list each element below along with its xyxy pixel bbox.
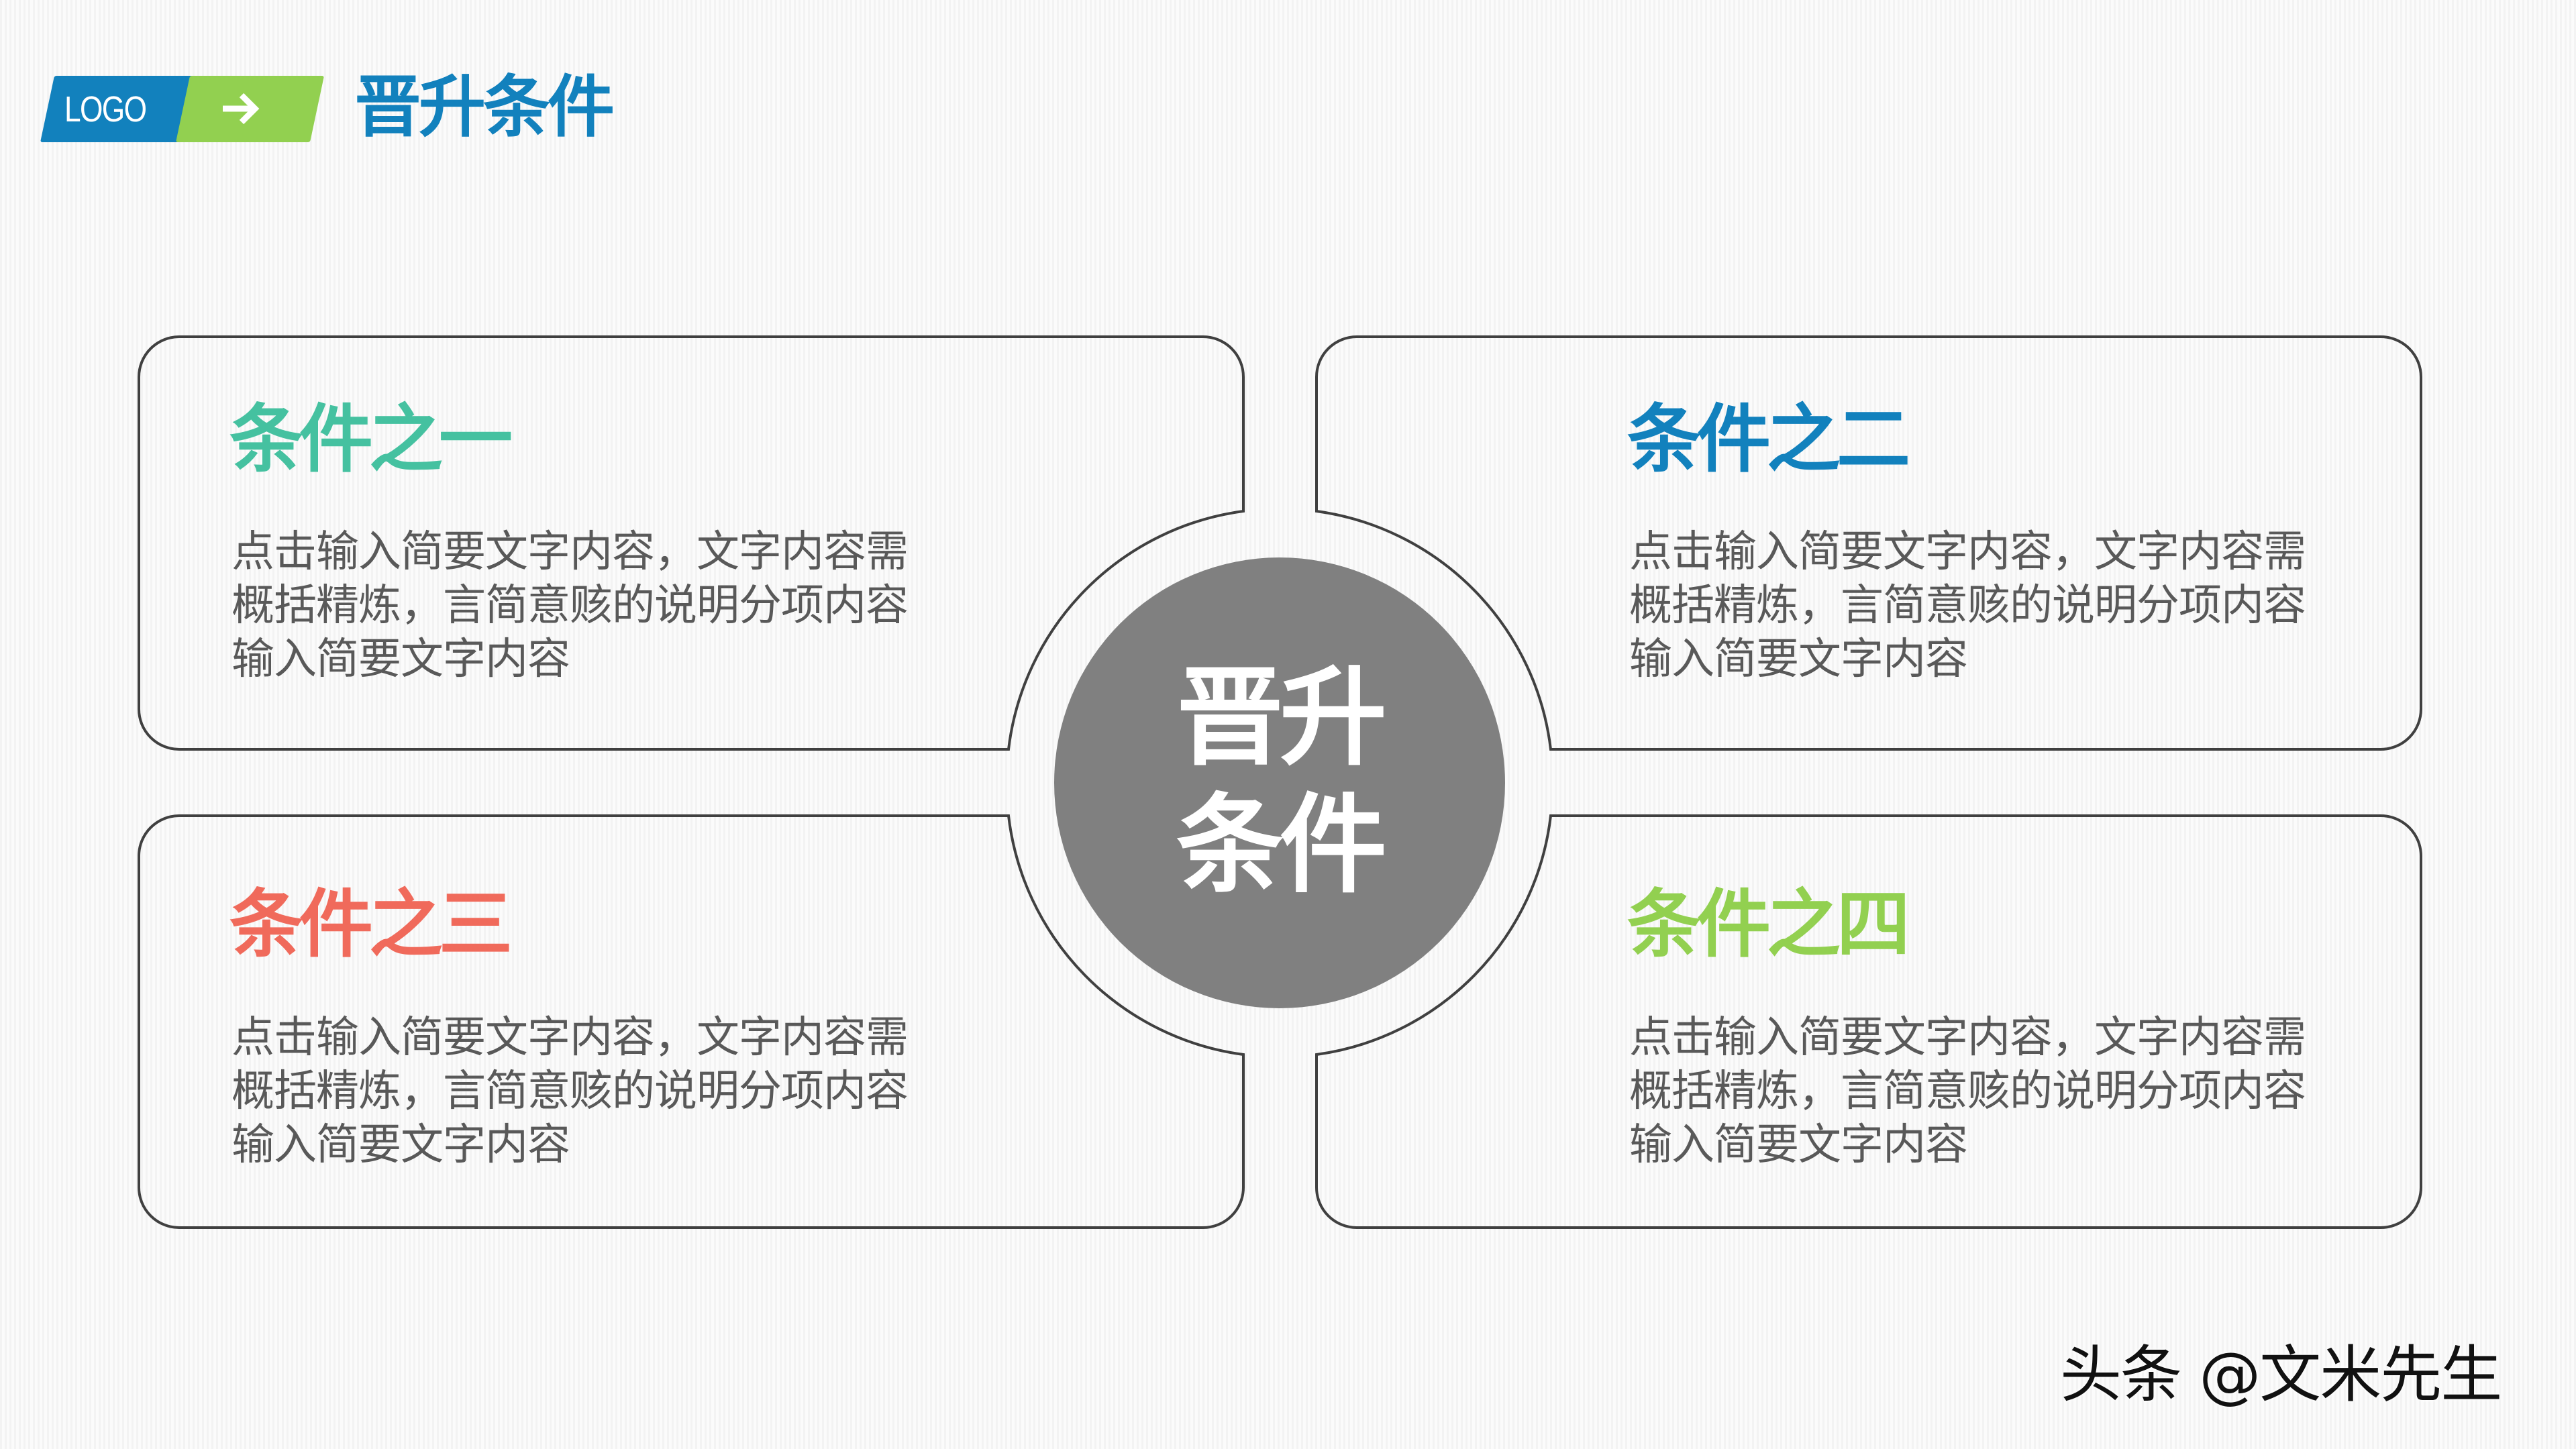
card-body-line: 点击输入简要文字内容，文字内容需	[231, 527, 909, 577]
watermark: 头条 @文米先生	[2060, 1339, 2502, 1411]
card-title: 条件之三	[229, 881, 513, 967]
card-title: 条件之四	[1627, 881, 1910, 967]
center-title-line-2: 条件	[1176, 782, 1387, 908]
card-body: 点击输入简要文字内容，文字内容需 概括精炼，言简意赅的说明分项内容 输入简要文字…	[1629, 1011, 2367, 1172]
card-body-line: 输入简要文字内容	[1629, 635, 1968, 684]
card-outline-4	[1315, 814, 2422, 1229]
card-body-line: 概括精炼，言简意赅的说明分项内容	[231, 1067, 909, 1116]
card-body-line: 概括精炼，言简意赅的说明分项内容	[231, 581, 909, 631]
card-body-line: 点击输入简要文字内容，文字内容需	[1629, 527, 2306, 577]
page-title: 晋升条件	[354, 68, 615, 146]
card-body-line: 概括精炼，言简意赅的说明分项内容	[1629, 1067, 2306, 1116]
card-body: 点击输入简要文字内容，文字内容需 概括精炼，言简意赅的说明分项内容 输入简要文字…	[231, 1011, 970, 1172]
arrow-right-icon	[223, 93, 260, 125]
card-outline-1	[138, 335, 1245, 751]
center-title-line-1: 晋升	[1176, 655, 1387, 780]
card-body-line: 点击输入简要文字内容，文字内容需	[1629, 1013, 2306, 1063]
center-circle	[1054, 557, 1505, 1008]
card-body-line: 输入简要文字内容	[231, 1120, 570, 1170]
card-body-line: 点击输入简要文字内容，文字内容需	[231, 1013, 909, 1063]
card-body: 点击输入简要文字内容，文字内容需 概括精炼，言简意赅的说明分项内容 输入简要文字…	[1629, 525, 2367, 686]
card-body-line: 概括精炼，言简意赅的说明分项内容	[1629, 581, 2306, 631]
card-body-line: 输入简要文字内容	[1629, 1120, 1968, 1170]
card-outline-2	[1315, 335, 2422, 751]
card-outline-3	[138, 814, 1245, 1229]
card-title: 条件之二	[1627, 396, 1910, 482]
card-body-line: 输入简要文字内容	[231, 635, 570, 684]
card-title: 条件之一	[229, 396, 513, 482]
logo-label: LOGO	[64, 89, 147, 129]
center-title: 晋升 条件	[1166, 654, 1394, 909]
card-body: 点击输入简要文字内容，文字内容需 概括精炼，言简意赅的说明分项内容 输入简要文字…	[231, 525, 970, 686]
